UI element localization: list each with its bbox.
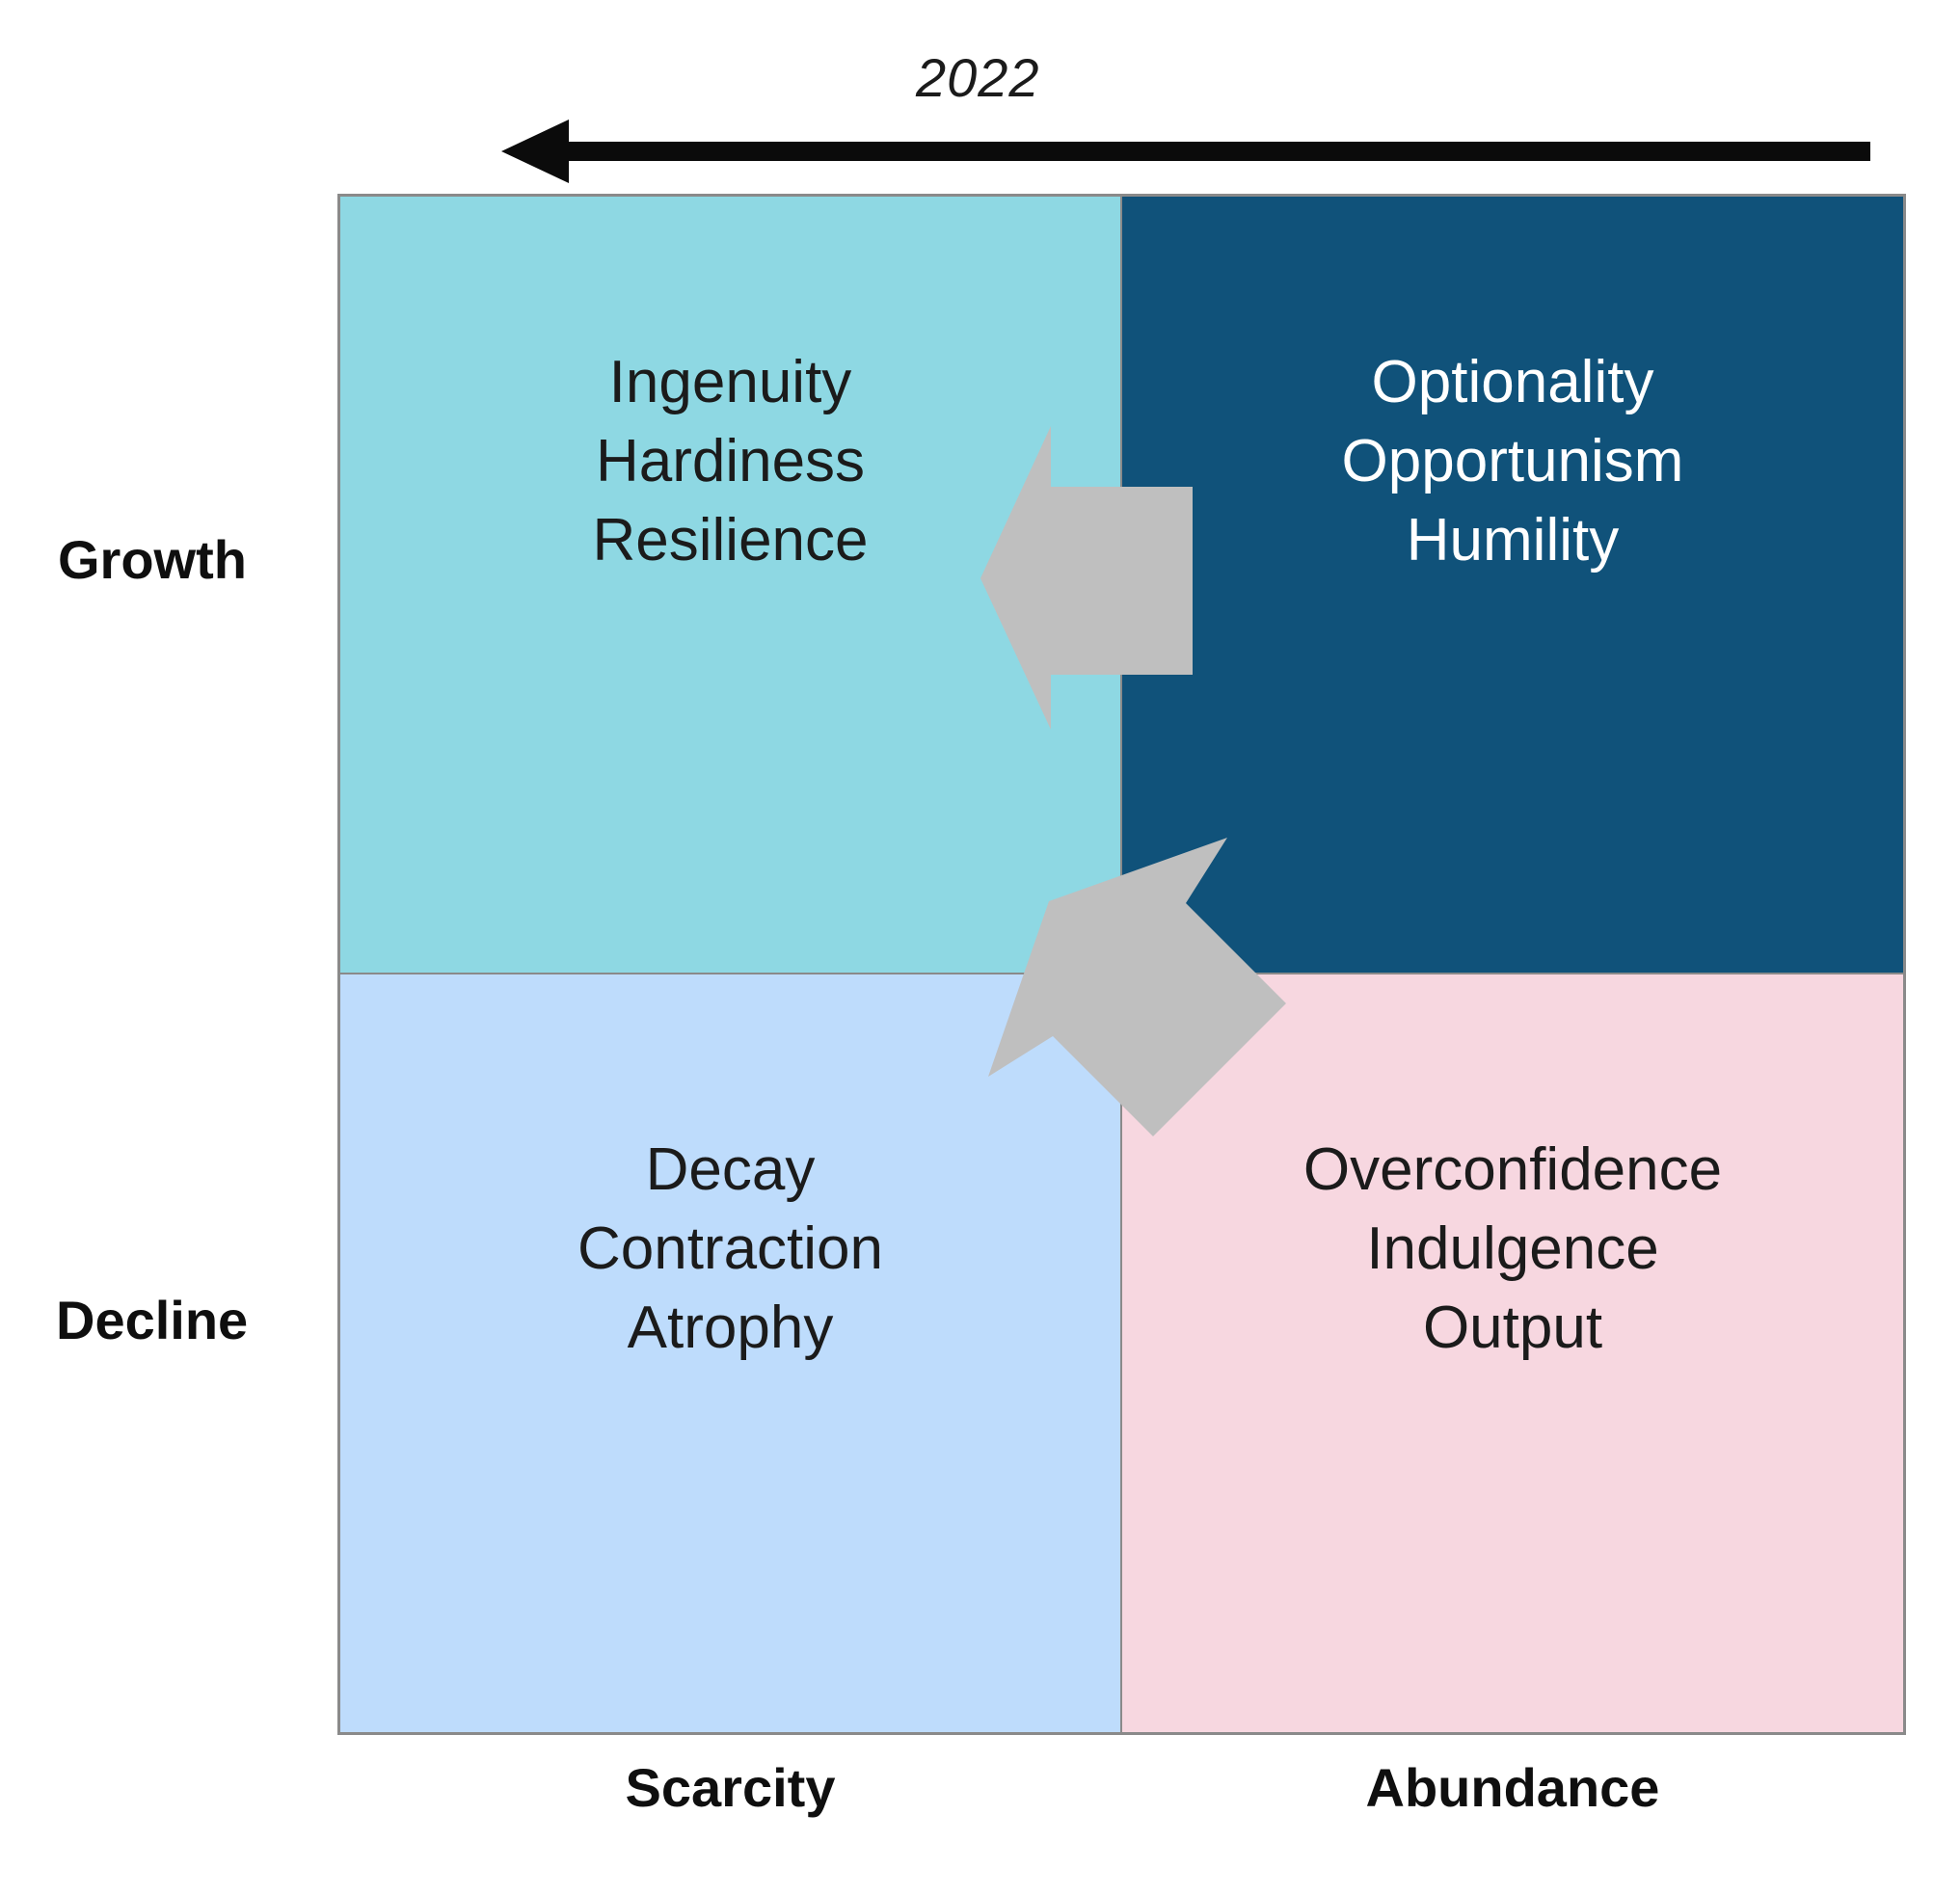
axis-label-growth: Growth [58, 529, 247, 590]
quadrant-decline-scarcity-text: Decay Contraction Atrophy [577, 1131, 883, 1367]
quadrant-line: Resilience [592, 506, 869, 574]
axis-label-decline: Decline [56, 1290, 249, 1350]
quadrant-line: Indulgence [1366, 1214, 1659, 1282]
quadrant-line: Opportunism [1341, 427, 1684, 494]
quadrant-line: Overconfidence [1302, 1136, 1723, 1203]
quadrant-line: Humility [1406, 506, 1620, 574]
year-label: 2022 [916, 47, 1040, 108]
quadrant-growth-abundance[interactable]: Optionality Opportunism Humility [1121, 196, 1904, 974]
quadrant-decline-scarcity[interactable]: Decay Contraction Atrophy [339, 974, 1121, 1733]
quadrant-line: Decay [645, 1136, 816, 1203]
quadrant-growth-scarcity-text: Ingenuity Hardiness Resilience [592, 343, 868, 579]
quadrant-line: Atrophy [627, 1294, 834, 1361]
quadrant-growth-abundance-text: Optionality Opportunism Humility [1342, 343, 1684, 579]
quadrant-line: Optionality [1371, 349, 1654, 415]
quadrant-decline-abundance[interactable]: Overconfidence Indulgence Output [1121, 974, 1904, 1733]
quadrant-growth-scarcity[interactable]: Ingenuity Hardiness Resilience [339, 196, 1121, 974]
arrow-left-icon [501, 120, 1870, 183]
axis-label-scarcity: Scarcity [625, 1757, 836, 1818]
axis-label-abundance: Abundance [1365, 1757, 1660, 1818]
quadrant-line: Hardiness [595, 427, 866, 494]
quadrant-decline-abundance-text: Overconfidence Indulgence Output [1303, 1131, 1722, 1367]
quadrant-line: Output [1422, 1294, 1603, 1361]
quadrant-line: Contraction [577, 1214, 884, 1282]
quadrant-matrix: Ingenuity Hardiness Resilience Optionali… [337, 194, 1906, 1735]
quadrant-line: Ingenuity [608, 349, 852, 415]
time-axis: 2022 [0, 0, 1960, 196]
